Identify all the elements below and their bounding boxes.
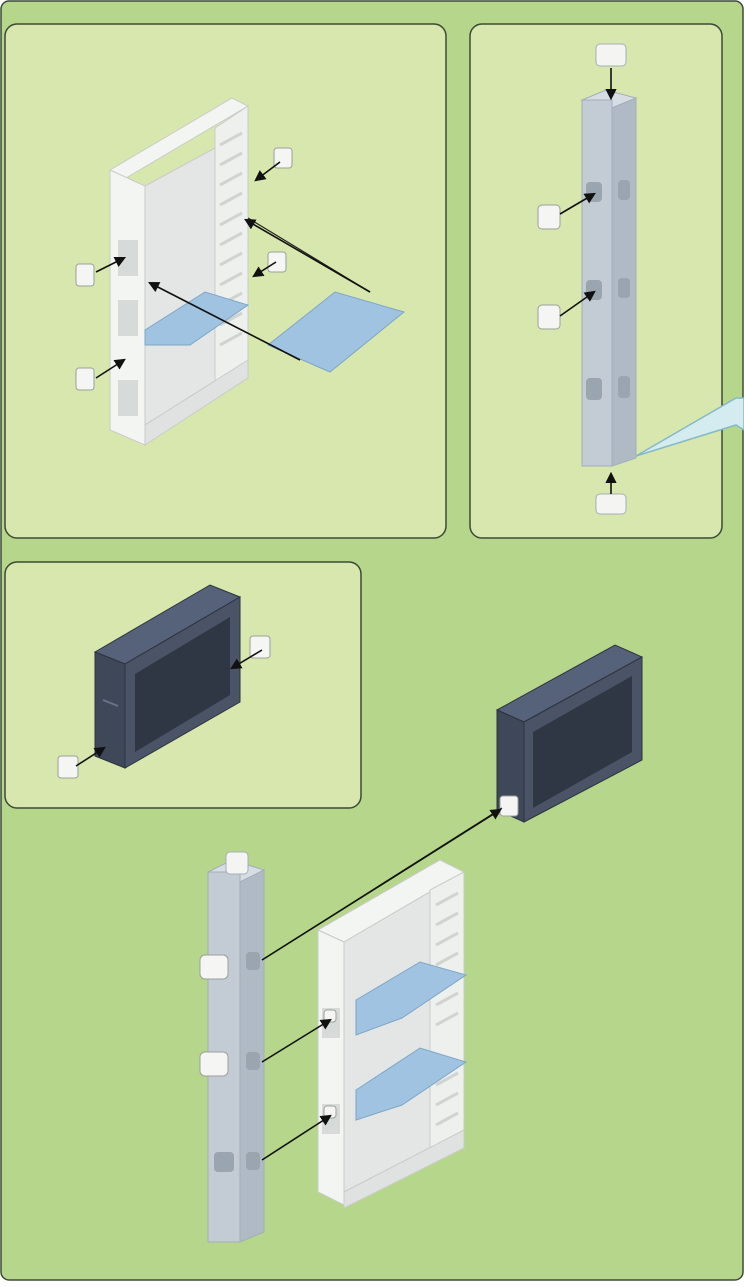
- corner-post: [200, 852, 264, 1242]
- post-cap-icon: [226, 852, 248, 874]
- connector-clip-icon: [200, 1052, 228, 1076]
- corner-post: [582, 90, 636, 466]
- shelf-unit-assembly-panel: [5, 24, 446, 538]
- dark-cabinet-assembly-panel: [5, 562, 361, 808]
- corner-post-assembly-panel: [470, 24, 744, 538]
- connector-clip-icon: [200, 955, 228, 979]
